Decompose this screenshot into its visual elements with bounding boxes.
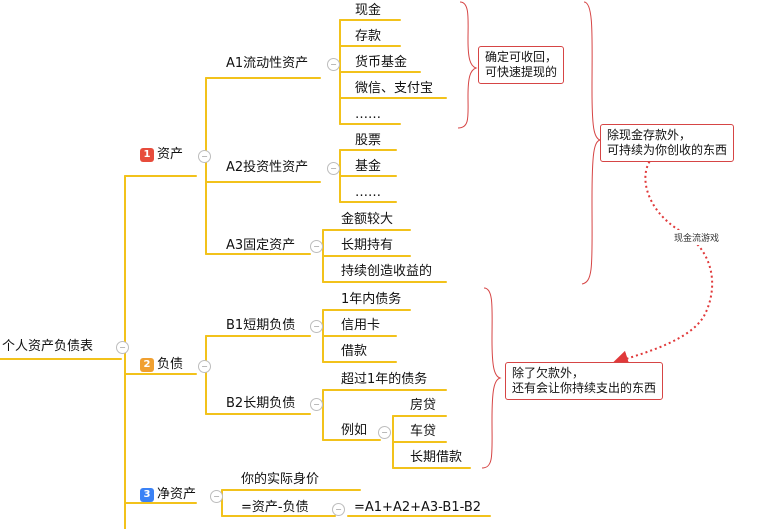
a1-item: 现金 (355, 3, 382, 18)
collapse-icon[interactable]: − (310, 398, 323, 411)
example-item: 车贷 (410, 424, 437, 439)
assets-label: 资产 (157, 147, 184, 162)
liabilities-label: 负债 (157, 357, 184, 372)
note-liabilities[interactable]: 除了欠款外， 还有会让你持续支出的东西 (505, 362, 664, 400)
collapse-icon[interactable]: − (327, 162, 340, 175)
note-line: 可持续为你创收的东西 (607, 143, 728, 157)
collapse-icon[interactable]: − (327, 58, 340, 71)
collapse-icon[interactable]: − (310, 240, 323, 253)
note-line: 确定可收回， (485, 50, 558, 64)
b2-item: 超过1年的债务 (341, 372, 428, 387)
a3-item: 持续创造收益的 (341, 264, 433, 279)
brace-liabilities (481, 287, 502, 469)
net-desc: 你的实际身价 (241, 472, 320, 487)
collapse-icon[interactable]: − (198, 150, 211, 163)
cashflow-label: 现金流游戏 (672, 230, 722, 245)
a1-item: 货币基金 (355, 55, 408, 70)
b1-label: B1短期负债 (226, 318, 296, 333)
a1-item: 存款 (355, 29, 382, 44)
net-formula: =资产-负债 (241, 500, 309, 515)
net-label: 净资产 (157, 487, 197, 502)
a3-item: 金额较大 (341, 212, 394, 227)
a2-label: A2投资性资产 (226, 160, 309, 175)
note-line: 还有会让你持续支出的东西 (512, 381, 657, 395)
brace-liquid (457, 1, 478, 129)
net-formula-detail: =A1+A2+A3-B1-B2 (354, 500, 482, 515)
a1-item: 微信、支付宝 (355, 81, 434, 96)
badge-assets: 1 (140, 148, 154, 162)
collapse-icon[interactable]: − (378, 426, 391, 439)
note-line: 可快速提现的 (485, 65, 558, 79)
collapse-icon[interactable]: − (198, 360, 211, 373)
brace-assets (581, 1, 602, 285)
a2-item: 基金 (355, 159, 382, 174)
badge-net: 3 (140, 488, 154, 502)
collapse-icon[interactable]: − (210, 490, 223, 503)
b2-example-label: 例如 (341, 423, 368, 438)
a1-label: A1流动性资产 (226, 56, 309, 71)
b1-item: 借款 (341, 344, 368, 359)
b1-item: 1年内债务 (341, 292, 402, 307)
a3-item: 长期持有 (341, 238, 394, 253)
cashflow-arrow (612, 153, 714, 367)
a1-item: …… (355, 107, 381, 122)
example-item: 房贷 (410, 398, 437, 413)
note-liquid[interactable]: 确定可收回， 可快速提现的 (478, 46, 565, 84)
root-label: 个人资产负债表 (2, 339, 94, 354)
b2-label: B2长期负债 (226, 396, 296, 411)
note-assets[interactable]: 除现金存款外， 可持续为你创收的东西 (600, 124, 735, 162)
note-line: 除现金存款外， (607, 128, 692, 142)
a3-label: A3固定资产 (226, 238, 296, 253)
example-item: 长期借款 (410, 450, 463, 465)
note-line: 除了欠款外， (512, 366, 585, 380)
b1-item: 信用卡 (341, 318, 381, 333)
collapse-icon[interactable]: − (116, 341, 129, 354)
a2-item: 股票 (355, 133, 382, 148)
collapse-icon[interactable]: − (310, 320, 323, 333)
collapse-icon[interactable]: − (332, 503, 345, 516)
a2-item: …… (355, 185, 381, 200)
badge-liabilities: 2 (140, 358, 154, 372)
